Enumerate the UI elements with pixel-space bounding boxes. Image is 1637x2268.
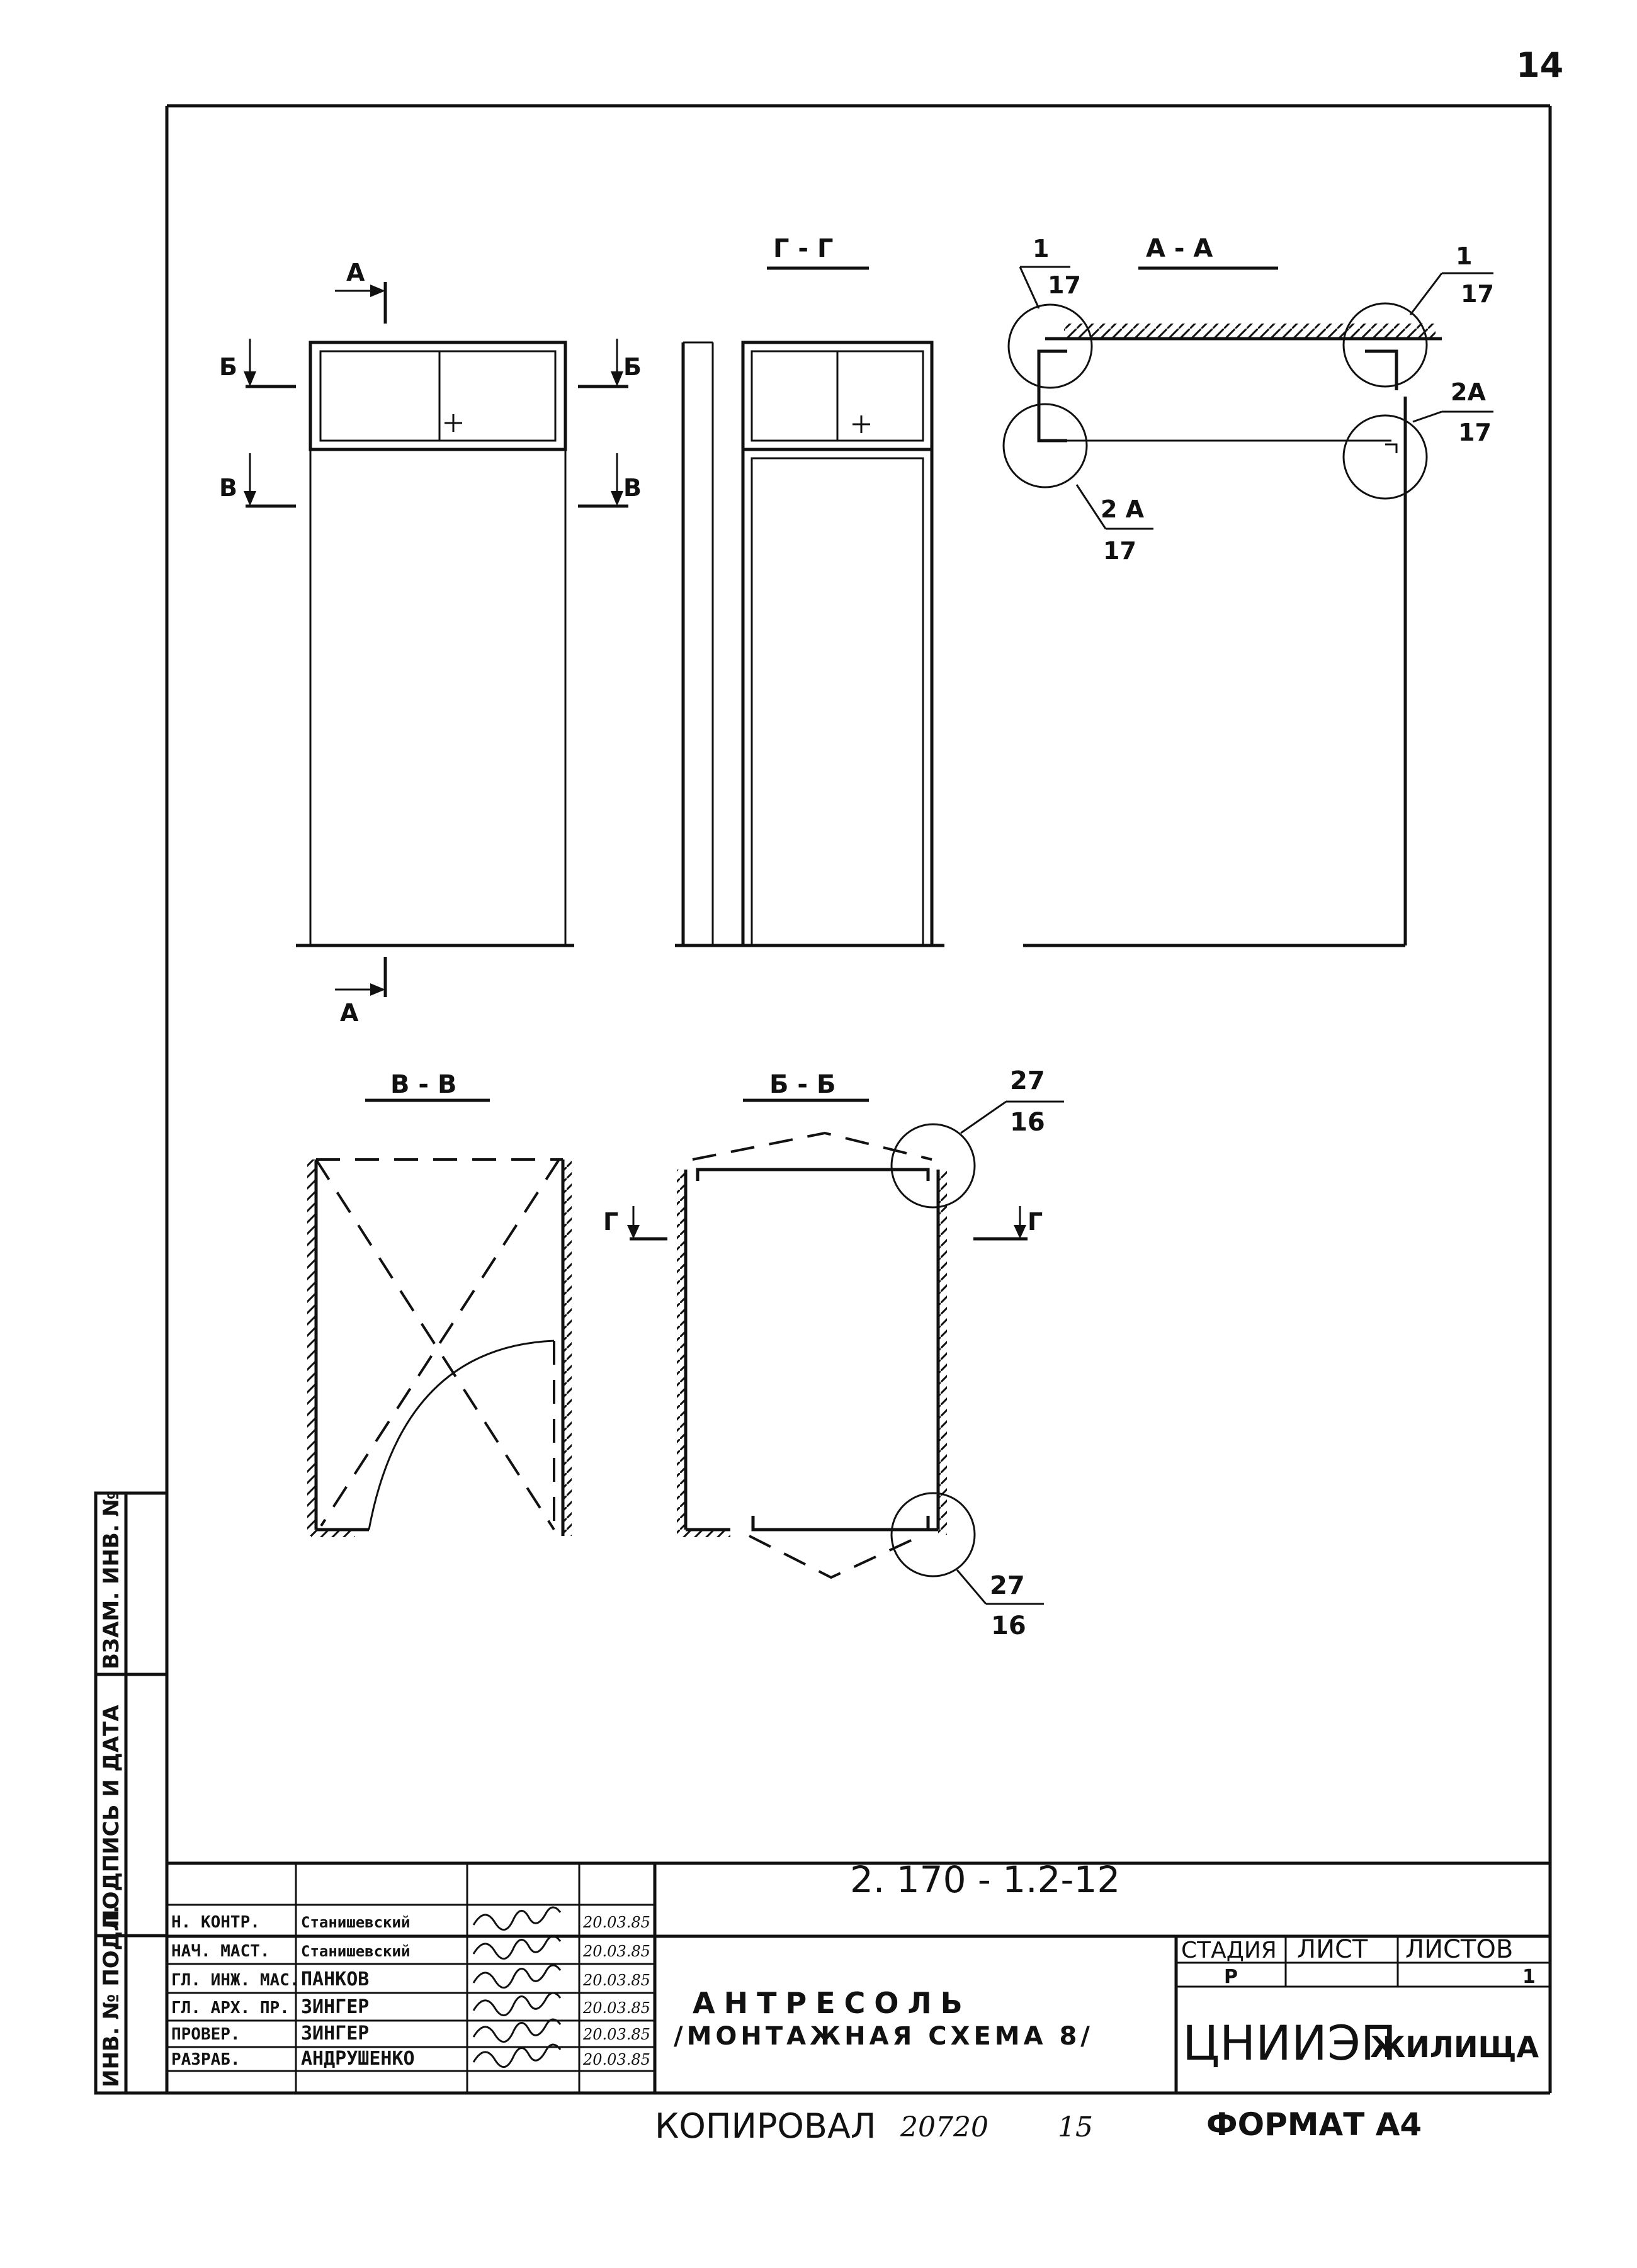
handwritten-signature <box>472 1964 562 1989</box>
handwritten-signature <box>472 1935 562 1960</box>
cut-mark-a-top: А <box>335 259 387 324</box>
signature-role: ГЛ. ИНЖ. МАС. <box>171 1971 300 1990</box>
signature-role: РАЗРАБ. <box>171 2050 241 2069</box>
signature-role: Н. КОНТР. <box>171 1913 260 1932</box>
cut-mark-g-right: Г <box>973 1206 1043 1241</box>
svg-text:В: В <box>219 474 237 502</box>
signature-name: Станишевский <box>301 1914 410 1931</box>
drawing-frame <box>156 104 1552 2095</box>
svg-text:А: А <box>340 999 359 1027</box>
signature-date: 20.03.85 <box>582 2051 650 2068</box>
organization-name: ЦНИИЭП <box>1182 2015 1396 2071</box>
callout-27-16-top: 27 16 <box>960 1066 1064 1137</box>
side-stamp-podpis: ПОДПИСЬ И ДАТА <box>99 1705 124 1927</box>
signature-name: АНДРУШЕНКО <box>301 2048 415 2070</box>
svg-text:2А: 2А <box>1451 378 1486 406</box>
organization-suffix: ЖИЛИЩА <box>1370 2030 1539 2064</box>
footer-copied-label: КОПИРОВАЛ <box>655 2106 876 2146</box>
title-line-1: АНТРЕСОЛЬ <box>693 1986 971 2020</box>
signature-role: ПРОВЕР. <box>171 2025 241 2044</box>
handwritten-signature <box>472 1992 562 2016</box>
svg-text:А: А <box>346 259 365 286</box>
footer-copy-sheet: 15 <box>1058 2111 1093 2143</box>
sheet-header: ЛИСТ <box>1297 1935 1368 1964</box>
section-aa-view: А - А 1 17 1 17 <box>1002 234 1494 947</box>
section-bb-title: Б - Б <box>769 1070 835 1099</box>
cut-mark-a-bottom: А <box>335 957 387 1027</box>
signature-name: ЗИНГЕР <box>301 2023 369 2045</box>
callout-2a-17-right: 2А 17 <box>1412 378 1493 446</box>
signature-date: 20.03.85 <box>582 2026 650 2043</box>
sheets-value: 1 <box>1522 1966 1536 1988</box>
svg-text:17: 17 <box>1103 537 1136 565</box>
title-line-2: /МОНТАЖНАЯ СХЕМА 8/ <box>674 2022 1094 2051</box>
svg-text:17: 17 <box>1048 271 1081 299</box>
footer-copy-number: 20720 <box>900 2111 988 2143</box>
signature-role: ГЛ. АРХ. ПР. <box>171 1999 290 2017</box>
callout-1-17-left: 1 17 <box>1019 235 1081 309</box>
signature-name: Станишевский <box>301 1943 410 1960</box>
title-block: 2. 170 - 1.2-12 АНТРЕСОЛЬ /МОНТАЖНАЯ СХЕ… <box>167 1858 1550 2093</box>
svg-text:1: 1 <box>1033 235 1049 262</box>
signature-date: 20.03.85 <box>582 1914 650 1931</box>
footer-format-label: ФОРМАТ А4 <box>1206 2106 1422 2143</box>
document-code: 2. 170 - 1.2-12 <box>850 1858 1120 1901</box>
handwritten-signature <box>472 2018 562 2043</box>
section-aa-title: А - А <box>1146 234 1213 263</box>
svg-text:27: 27 <box>1010 1066 1045 1095</box>
callout-1-17-right: 1 17 <box>1409 242 1494 315</box>
section-gg-view: Г - Г <box>675 234 944 947</box>
stage-value: Р <box>1224 1966 1238 1988</box>
section-vv-title: В - В <box>390 1070 456 1099</box>
cut-mark-v-right: В <box>578 453 642 508</box>
svg-text:В: В <box>623 474 642 502</box>
svg-text:17: 17 <box>1461 280 1494 308</box>
svg-text:Б: Б <box>219 353 237 381</box>
signature-role: НАЧ. МАСТ. <box>171 1942 270 1961</box>
section-gg-title: Г - Г <box>773 234 833 263</box>
cut-mark-b-right: Б <box>578 339 642 388</box>
svg-text:16: 16 <box>1010 1108 1045 1137</box>
svg-text:17: 17 <box>1458 419 1492 446</box>
signature-date: 20.03.85 <box>582 1943 650 1960</box>
section-vv-view: В - В <box>307 1070 572 1537</box>
cut-mark-b-left: Б <box>219 339 296 388</box>
svg-text:Г: Г <box>603 1208 618 1236</box>
handwritten-signature <box>472 2043 562 2068</box>
signature-name: ПАНКОВ <box>301 1968 369 1990</box>
page-number: 14 <box>1516 45 1563 85</box>
signature-name: ЗИНГЕР <box>301 1996 369 2018</box>
stage-header: СТАДИЯ <box>1181 1938 1277 1963</box>
svg-text:1: 1 <box>1456 242 1472 270</box>
svg-text:2 А: 2 А <box>1101 495 1145 523</box>
svg-text:Г: Г <box>1028 1208 1043 1236</box>
callout-2a-17-left: 2 А 17 <box>1075 484 1153 565</box>
svg-text:27: 27 <box>990 1571 1025 1600</box>
cut-mark-v-left: В <box>219 453 296 508</box>
elevation-view: А А Б Б В В <box>219 259 642 1027</box>
cut-mark-g-left: Г <box>603 1206 667 1241</box>
footer: КОПИРОВАЛ 20720 15 ФОРМАТ А4 <box>655 2106 1422 2146</box>
side-stamp: ВЗАМ. ИНВ. № ПОДПИСЬ И ДАТА ИНВ. № ПОДЛ. <box>94 1491 169 2095</box>
svg-text:16: 16 <box>991 1611 1026 1640</box>
handwritten-signature <box>472 1906 562 1931</box>
signature-date: 20.03.85 <box>582 1972 650 1989</box>
sheets-header: ЛИСТОВ <box>1405 1935 1513 1964</box>
side-stamp-vzam: ВЗАМ. ИНВ. № <box>99 1491 124 1669</box>
section-bb-view: Б - Б 27 16 27 16 <box>603 1066 1064 1640</box>
callout-27-16-bottom: 27 16 <box>956 1569 1044 1640</box>
svg-text:Б: Б <box>623 353 642 381</box>
side-stamp-inv: ИНВ. № ПОДЛ. <box>99 1905 124 2087</box>
signature-date: 20.03.85 <box>582 1999 650 2017</box>
